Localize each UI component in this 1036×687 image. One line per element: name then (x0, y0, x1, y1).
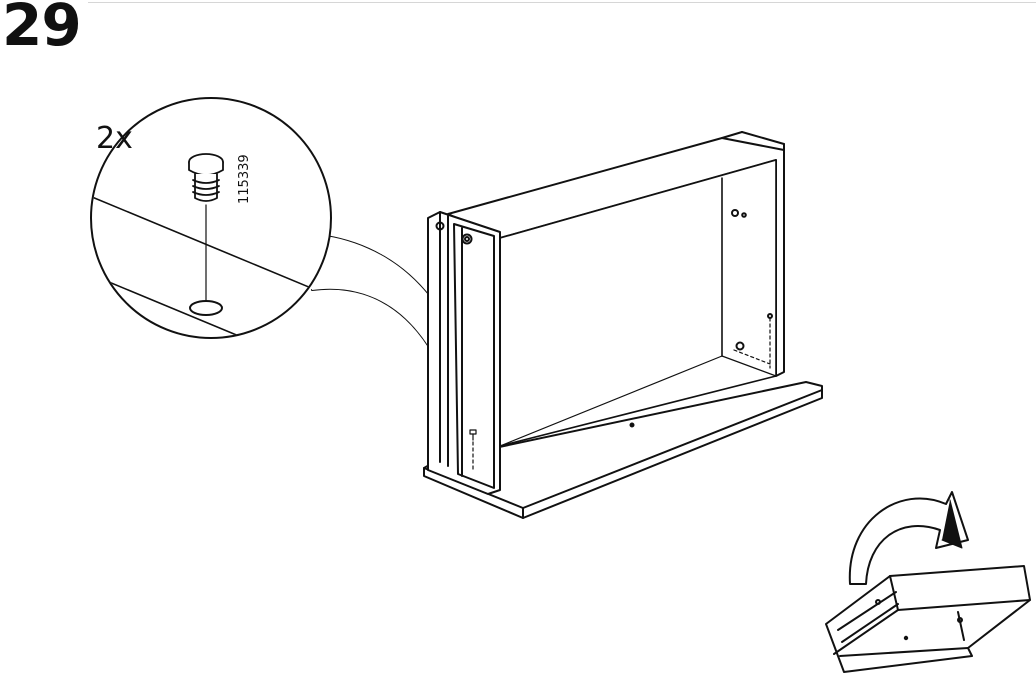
detail-callout (90, 97, 475, 433)
rotate-hint (825, 491, 1031, 673)
detail-circle (90, 97, 332, 339)
step-number: 29 (2, 0, 82, 59)
curved-arrow-icon (848, 491, 969, 585)
dowel-icon (188, 153, 224, 202)
quantity-label: 2x (96, 121, 133, 156)
top-divider (88, 2, 1036, 3)
part-number-label: 115339 (237, 154, 252, 204)
drawer-assembly (423, 131, 823, 519)
